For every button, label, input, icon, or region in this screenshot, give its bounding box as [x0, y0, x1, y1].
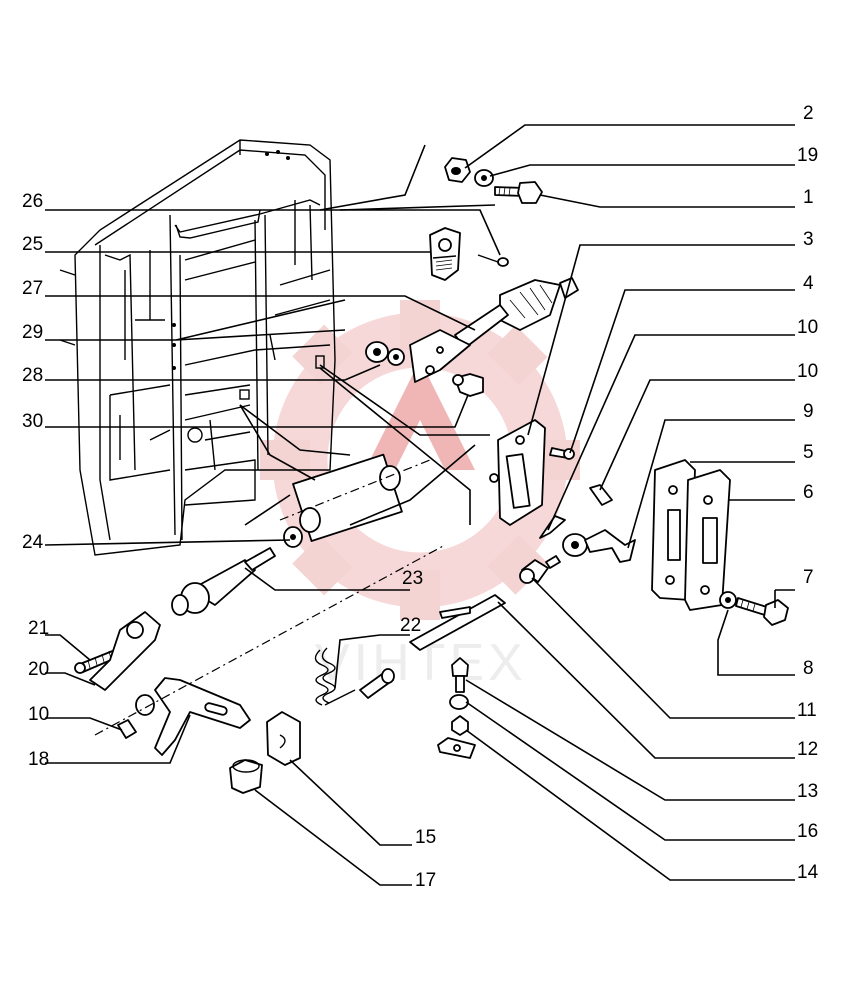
callout-6: 6	[803, 482, 814, 503]
callout-28: 28	[22, 365, 43, 386]
callout-15: 15	[415, 827, 436, 848]
part-15-clamp	[266, 711, 301, 766]
part-7-bolt	[735, 597, 789, 626]
callout-10-top: 10	[797, 317, 818, 338]
part-2-nut	[444, 157, 471, 183]
part-6-plate	[684, 469, 731, 611]
part-18-lever	[117, 677, 251, 756]
callout-11: 11	[797, 700, 817, 721]
callout-24: 24	[22, 532, 44, 553]
callout-5: 5	[803, 442, 814, 463]
callout-3: 3	[803, 229, 814, 250]
callout-9: 9	[803, 401, 814, 422]
part-20-lever	[89, 611, 161, 691]
callout-20: 20	[28, 659, 49, 680]
part-25-bracket	[429, 227, 461, 281]
callout-16: 16	[797, 821, 818, 842]
part-3-plate	[489, 419, 546, 526]
callout-12: 12	[797, 739, 818, 760]
callout-1: 1	[803, 187, 814, 208]
part-9-latch	[562, 529, 636, 563]
part-30-stud	[452, 373, 484, 397]
callout-7: 7	[803, 567, 814, 588]
part-16-washer	[449, 694, 469, 710]
part-17-bushing	[229, 759, 263, 794]
callout-29: 29	[22, 322, 43, 343]
part-19-washer	[474, 169, 494, 187]
part-1-bolt	[494, 181, 543, 204]
part-14-nut-plate	[437, 715, 476, 759]
callout-30: 30	[22, 411, 43, 432]
callout-14: 14	[797, 862, 819, 883]
callout-2: 2	[803, 103, 814, 124]
part-13-bolt	[451, 657, 469, 693]
centerline	[94, 544, 446, 736]
part-26-pin	[477, 254, 509, 267]
callout-10-mid: 10	[797, 361, 818, 382]
callout-10-left: 10	[28, 704, 49, 725]
leader-lines	[44, 124, 795, 886]
callout-27: 27	[22, 278, 43, 299]
callout-22: 22	[400, 615, 421, 636]
part-4-screw	[549, 447, 575, 460]
part-5-plate	[651, 459, 696, 601]
callout-18: 18	[28, 749, 49, 770]
part-23-rod	[171, 547, 276, 616]
part-12-shaft	[409, 594, 506, 651]
callout-4: 4	[803, 273, 814, 294]
callout-19: 19	[797, 145, 818, 166]
callout-13: 13	[797, 781, 818, 802]
callout-labels: 2 19 1 26 25 3 4 27 10 29 28 10 9 30 5 6…	[22, 103, 819, 891]
callout-23: 23	[402, 568, 423, 589]
part-8-washer	[719, 591, 737, 609]
callout-26: 26	[22, 191, 43, 212]
callout-17: 17	[415, 870, 436, 891]
part-29-bushings	[365, 341, 405, 366]
callout-8: 8	[803, 658, 814, 679]
part-27-control-rod	[409, 277, 579, 383]
part-11-bushing	[519, 555, 561, 584]
part-21-screw	[74, 649, 119, 674]
callout-21: 21	[28, 618, 49, 639]
part-24-rod-assembly	[279, 453, 431, 548]
callout-25: 25	[22, 234, 43, 255]
part-22-spring	[314, 647, 395, 706]
part-10-pins	[539, 484, 613, 539]
